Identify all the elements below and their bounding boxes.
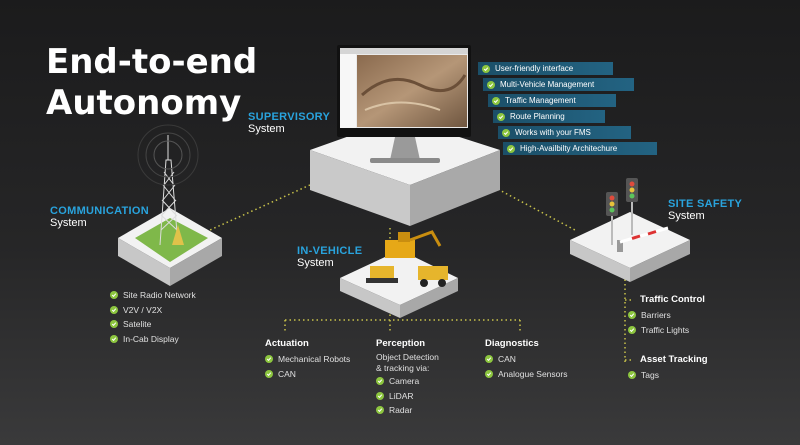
- invehicle-heading: IN-VEHICLE: [297, 245, 363, 257]
- sitesafety-platform: [570, 212, 690, 282]
- perception-description-2: & tracking via:: [376, 363, 430, 373]
- diagnostics-section: Diagnostics CAN Analogue Sensors: [485, 338, 567, 381]
- check-icon: [497, 112, 505, 121]
- list-item: Radar: [376, 403, 439, 418]
- list-item: LiDAR: [376, 389, 439, 404]
- traffic-light-icon: [606, 178, 638, 245]
- title-line-1: End-to-end: [46, 42, 258, 82]
- diagnostics-title: Diagnostics: [485, 338, 539, 349]
- monitor-icon: [337, 45, 471, 163]
- radio-tower-icon: [137, 124, 199, 246]
- mining-vehicles-icon: [366, 230, 448, 287]
- list-item: Tags: [628, 368, 708, 383]
- traffic-control-section: Traffic Control Barriers Traffic Lights: [628, 294, 705, 337]
- invehicle-platform: [340, 250, 458, 318]
- check-icon: [110, 305, 118, 314]
- check-icon: [265, 355, 273, 364]
- check-icon: [485, 355, 493, 364]
- communication-platform: [118, 208, 222, 286]
- asset-tracking-title: Asset Tracking: [640, 354, 708, 365]
- list-item: Camera: [376, 374, 439, 389]
- check-icon: [110, 320, 118, 329]
- feature-item: High-Availbilty Architechure: [503, 142, 658, 155]
- page-title: End-to-end Autonomy: [46, 42, 257, 124]
- feature-item: Works with your FMS: [498, 126, 631, 139]
- supervisory-heading: SUPERVISORY: [248, 111, 331, 123]
- check-icon: [485, 369, 493, 378]
- perception-title: Perception: [376, 338, 426, 349]
- feature-item: Multi-Vehicle Management: [483, 78, 635, 91]
- check-icon: [487, 80, 495, 89]
- connector-lines: [209, 184, 632, 362]
- actuation-title: Actuation: [265, 338, 309, 349]
- feature-item: Traffic Management: [488, 94, 616, 107]
- feature-item: User-friendly interface: [478, 62, 614, 75]
- title-line-2: Autonomy: [46, 83, 242, 123]
- list-item: CAN: [265, 367, 350, 382]
- sitesafety-label: SITE SAFETY System: [668, 198, 742, 222]
- perception-section: Perception Object Detection & tracking v…: [376, 338, 439, 418]
- perception-description-1: Object Detection: [376, 352, 439, 362]
- check-icon: [507, 144, 515, 153]
- communication-label: COMMUNICATION System: [50, 205, 149, 229]
- check-icon: [265, 369, 273, 378]
- check-icon: [492, 96, 500, 105]
- check-icon: [502, 128, 510, 137]
- actuation-section: Actuation Mechanical Robots CAN: [265, 338, 350, 381]
- list-item: Traffic Lights: [628, 323, 705, 338]
- sitesafety-heading: SITE SAFETY: [668, 198, 743, 210]
- supervisory-label: SUPERVISORY System: [248, 111, 330, 135]
- list-item: Mechanical Robots: [265, 352, 350, 367]
- hut-icon: [172, 225, 184, 245]
- list-item: CAN: [485, 352, 567, 367]
- communication-heading: COMMUNICATION: [50, 205, 150, 217]
- invehicle-subheading: System: [297, 257, 334, 269]
- asset-tracking-section: Asset Tracking Tags: [628, 354, 708, 383]
- list-item: In-Cab Display: [110, 332, 196, 347]
- check-icon: [110, 334, 118, 343]
- check-icon: [482, 64, 490, 73]
- communication-subheading: System: [50, 217, 87, 229]
- communication-list: Site Radio Network V2V / V2X Satelite In…: [110, 288, 196, 346]
- sitesafety-subheading: System: [668, 210, 705, 222]
- check-icon: [376, 391, 384, 400]
- list-item: Barriers: [628, 308, 705, 323]
- check-icon: [628, 311, 636, 320]
- list-item: Site Radio Network: [110, 288, 196, 303]
- check-icon: [628, 371, 636, 380]
- list-item: Analogue Sensors: [485, 367, 567, 382]
- list-item: V2V / V2X: [110, 303, 196, 318]
- check-icon: [110, 291, 118, 300]
- check-icon: [376, 406, 384, 415]
- invehicle-label: IN-VEHICLE System: [297, 245, 362, 269]
- supervisory-subheading: System: [248, 123, 285, 135]
- list-item: Satelite: [110, 317, 196, 332]
- check-icon: [376, 377, 384, 386]
- traffic-control-title: Traffic Control: [640, 294, 705, 305]
- barrier-icon: [617, 226, 669, 252]
- feature-item: Route Planning: [493, 110, 605, 123]
- check-icon: [628, 325, 636, 334]
